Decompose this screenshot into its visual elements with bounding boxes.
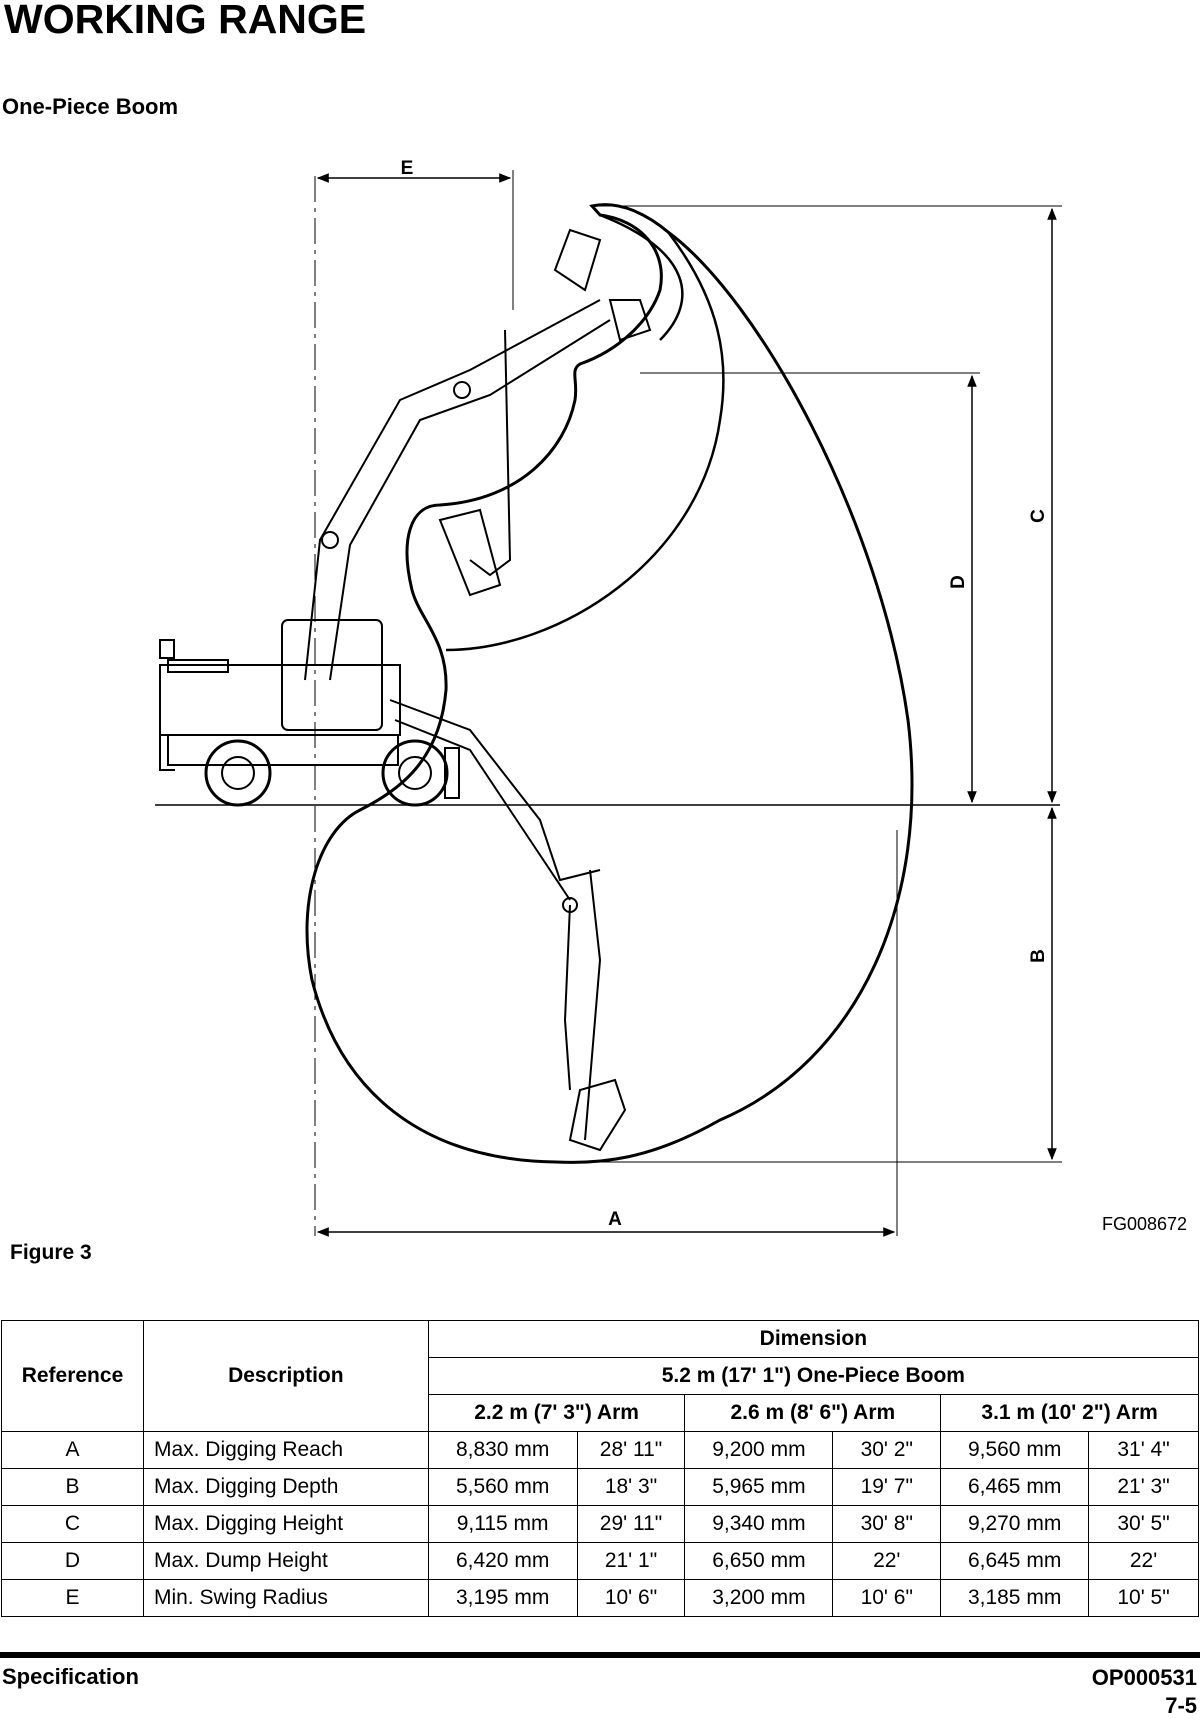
- dimension-a: A: [316, 1209, 896, 1237]
- value-cell: 19' 7": [832, 1468, 942, 1506]
- value-cell: 18' 3": [576, 1468, 686, 1506]
- value-cell: 6,645 mm: [940, 1542, 1090, 1580]
- dimension-c: C: [1028, 207, 1057, 804]
- value-cell: 22': [1088, 1542, 1199, 1580]
- value-cell: 3,195 mm: [427, 1579, 578, 1617]
- row-description: Max. Dump Height: [142, 1542, 429, 1580]
- excavator-body: [159, 619, 401, 771]
- figure-caption: Figure 3: [10, 1241, 92, 1264]
- value-cell: 5,965 mm: [684, 1468, 834, 1506]
- value-cell: 21' 1": [576, 1542, 686, 1580]
- table-row: E Min. Swing Radius 3,195 mm 10' 6" 3,20…: [1, 1579, 1199, 1617]
- section-subtitle: One-Piece Boom: [2, 94, 179, 119]
- row-description: Max. Digging Reach: [142, 1431, 429, 1469]
- row-reference: D: [1, 1542, 144, 1580]
- footer-page-number: 7-5: [1165, 1693, 1197, 1718]
- working-envelope: [305, 203, 914, 1164]
- value-cell: 9,200 mm: [684, 1431, 834, 1469]
- wheel-rear: [204, 739, 272, 807]
- figure-id: FG008672: [1102, 1214, 1188, 1234]
- value-cell: 30' 2": [832, 1431, 942, 1469]
- header-reference: Reference: [1, 1320, 144, 1432]
- footer-doc-number: OP000531: [1091, 1665, 1197, 1690]
- working-range-diagram: E A C D B: [155, 158, 1062, 1237]
- header-arm-1: 2.2 m (7' 3") Arm: [427, 1394, 686, 1432]
- value-cell: 30' 8": [832, 1505, 942, 1543]
- value-cell: 3,185 mm: [940, 1579, 1090, 1617]
- wheel-front: [381, 739, 449, 807]
- specification-table: Reference Description Dimension 5.2 m (1…: [1, 1320, 1200, 1617]
- dimension-label-c: C: [1028, 509, 1049, 523]
- value-cell: 6,420 mm: [427, 1542, 578, 1580]
- footer-doc-info: OP000531 7-5: [1092, 1664, 1197, 1720]
- value-cell: 3,200 mm: [684, 1579, 834, 1617]
- row-description: Min. Swing Radius: [142, 1579, 429, 1617]
- header-arm-3: 3.1 m (10' 2") Arm: [940, 1394, 1199, 1432]
- table-row: B Max. Digging Depth 5,560 mm 18' 3" 5,9…: [1, 1468, 1199, 1506]
- dimension-label-a: A: [608, 1209, 622, 1230]
- boom-raised: [304, 228, 652, 681]
- value-cell: 10' 5": [1088, 1579, 1199, 1617]
- value-cell: 22': [832, 1542, 942, 1580]
- value-cell: 29' 11": [576, 1505, 686, 1543]
- footer-section: Specification: [2, 1664, 139, 1689]
- dimension-b: B: [1028, 806, 1057, 1161]
- header-boom: 5.2 m (17' 1") One-Piece Boom: [427, 1357, 1200, 1395]
- page-title: WORKING RANGE: [4, 0, 367, 42]
- dimension-label-e: E: [401, 158, 414, 179]
- dimension-d: D: [948, 374, 977, 804]
- value-cell: 9,340 mm: [684, 1505, 834, 1543]
- row-reference: C: [1, 1505, 144, 1543]
- value-cell: 9,115 mm: [427, 1505, 578, 1543]
- value-cell: 5,560 mm: [427, 1468, 578, 1506]
- row-reference: E: [1, 1579, 144, 1617]
- value-cell: 9,270 mm: [940, 1505, 1090, 1543]
- row-reference: A: [1, 1431, 144, 1469]
- table-row: C Max. Digging Height 9,115 mm 29' 11" 9…: [1, 1505, 1199, 1543]
- footer-divider: [0, 1652, 1200, 1658]
- value-cell: 8,830 mm: [427, 1431, 578, 1469]
- boom-lowered: [389, 699, 627, 1152]
- header-description: Description: [142, 1320, 429, 1432]
- row-description: Max. Digging Height: [142, 1505, 429, 1543]
- dimension-label-d: D: [948, 575, 969, 589]
- value-cell: 28' 11": [576, 1431, 686, 1469]
- dimension-label-b: B: [1028, 949, 1049, 963]
- table-row: A Max. Digging Reach 8,830 mm 28' 11" 9,…: [1, 1431, 1199, 1469]
- table-row: D Max. Dump Height 6,420 mm 21' 1" 6,650…: [1, 1542, 1199, 1580]
- value-cell: 21' 3": [1088, 1468, 1199, 1506]
- value-cell: 6,465 mm: [940, 1468, 1090, 1506]
- dimension-e: E: [316, 158, 512, 183]
- value-cell: 10' 6": [576, 1579, 686, 1617]
- value-cell: 9,560 mm: [940, 1431, 1090, 1469]
- row-reference: B: [1, 1468, 144, 1506]
- value-cell: 10' 6": [832, 1579, 942, 1617]
- header-arm-2: 2.6 m (8' 6") Arm: [684, 1394, 942, 1432]
- value-cell: 30' 5": [1088, 1505, 1199, 1543]
- value-cell: 6,650 mm: [684, 1542, 834, 1580]
- row-description: Max. Digging Depth: [142, 1468, 429, 1506]
- header-dimension: Dimension: [427, 1320, 1200, 1358]
- value-cell: 31' 4": [1088, 1431, 1199, 1469]
